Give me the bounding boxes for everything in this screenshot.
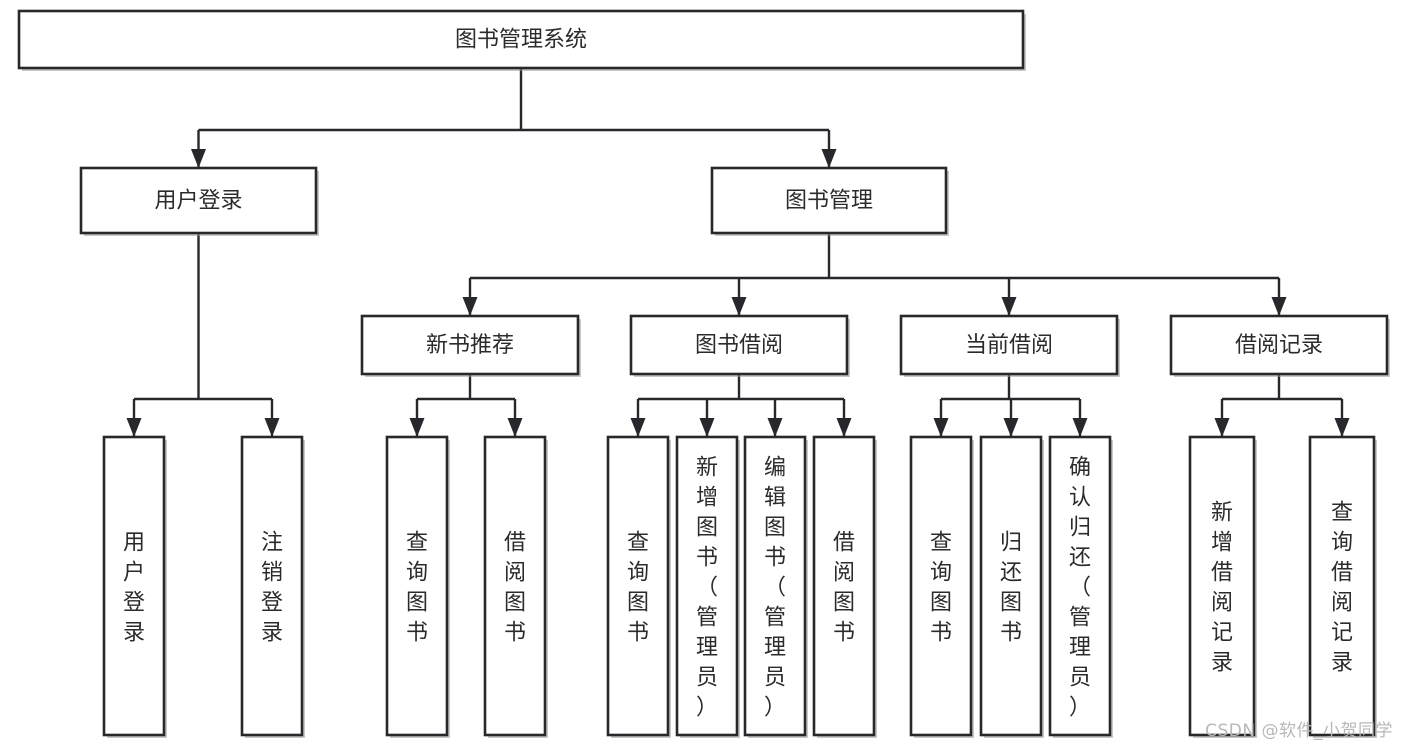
- edge-arrowhead: [264, 418, 280, 437]
- node-label: 图书借阅: [695, 333, 783, 358]
- edge-arrowhead: [836, 418, 852, 437]
- node-leaf-query-book-2[interactable]: 查询图书: [606, 435, 671, 738]
- edge-arrowhead: [731, 297, 747, 316]
- node-book-borrow[interactable]: 图书借阅: [629, 314, 850, 377]
- node-label: 新增图书（管理员）: [696, 455, 718, 720]
- edge-arrowhead: [1001, 297, 1017, 316]
- edge-group-borrow-record: [1214, 374, 1350, 437]
- edge-arrowhead: [126, 418, 142, 437]
- node-label: 查询借阅记录: [1331, 500, 1353, 675]
- node-label: 新书推荐: [426, 333, 514, 358]
- node-user-login[interactable]: 用户登录: [79, 166, 319, 236]
- node-leaf-borrow-book-1[interactable]: 借阅图书: [483, 435, 548, 738]
- node-leaf-confirm-return[interactable]: 确认归还（管理员）: [1048, 435, 1113, 738]
- edge-arrowhead: [699, 418, 715, 437]
- node-borrow-record[interactable]: 借阅记录: [1169, 314, 1390, 377]
- node-label: 确认归还（管理员）: [1069, 455, 1091, 720]
- node-label: 用户登录: [154, 189, 242, 214]
- node-label: 当前借阅: [965, 333, 1053, 358]
- edge-arrowhead: [507, 418, 523, 437]
- node-label: 借阅图书: [504, 530, 526, 645]
- edge-arrowhead: [1214, 418, 1230, 437]
- edge-group-root: [191, 68, 837, 168]
- edge-arrowhead: [191, 149, 206, 168]
- node-leaf-return-book[interactable]: 归还图书: [979, 435, 1044, 738]
- node-leaf-borrow-book-2[interactable]: 借阅图书: [812, 435, 877, 738]
- node-label: 编辑图书（管理员）: [764, 455, 786, 720]
- edge-group-book-manage: [462, 233, 1287, 316]
- node-leaf-edit-book[interactable]: 编辑图书（管理员）: [743, 435, 808, 738]
- nodes-layer: 图书管理系统用户登录图书管理新书推荐图书借阅当前借阅借阅记录用户登录注销登录查询…: [17, 9, 1390, 738]
- edge-arrowhead: [462, 297, 478, 316]
- node-leaf-query-book-3[interactable]: 查询图书: [909, 435, 974, 738]
- edge-arrowhead: [630, 418, 646, 437]
- node-leaf-add-book[interactable]: 新增图书（管理员）: [675, 435, 740, 738]
- edge-arrowhead: [1003, 418, 1019, 437]
- node-root[interactable]: 图书管理系统: [17, 9, 1026, 71]
- node-label: 借阅记录: [1235, 333, 1323, 358]
- node-label: 借阅图书: [833, 530, 855, 645]
- edge-arrowhead: [933, 418, 949, 437]
- node-leaf-logout[interactable]: 注销登录: [240, 435, 305, 738]
- edge-group-user-login: [126, 233, 280, 437]
- edge-group-new-book-rec: [409, 374, 523, 437]
- node-current-borrow[interactable]: 当前借阅: [899, 314, 1120, 377]
- node-new-book-rec[interactable]: 新书推荐: [360, 314, 581, 377]
- node-leaf-add-record[interactable]: 新增借阅记录: [1188, 435, 1257, 738]
- edge-group-current-borrow: [933, 374, 1088, 437]
- node-leaf-query-record[interactable]: 查询借阅记录: [1308, 435, 1377, 738]
- edge-arrowhead: [1334, 418, 1350, 437]
- edge-arrowhead: [767, 418, 783, 437]
- node-book-manage[interactable]: 图书管理: [710, 166, 949, 236]
- edge-group-book-borrow: [630, 374, 852, 437]
- edge-arrowhead: [1072, 418, 1088, 437]
- node-label: 图书管理系统: [455, 28, 587, 53]
- node-label: 查询图书: [627, 530, 649, 645]
- edge-arrowhead: [409, 418, 425, 437]
- node-label: 查询图书: [930, 530, 952, 645]
- node-leaf-query-book-1[interactable]: 查询图书: [385, 435, 450, 738]
- node-label: 注销登录: [261, 530, 283, 645]
- edge-arrowhead: [1271, 297, 1287, 316]
- edge-arrowhead: [821, 149, 837, 168]
- node-label: 新增借阅记录: [1211, 500, 1233, 675]
- edges-layer: [126, 68, 1350, 437]
- node-label: 归还图书: [1000, 530, 1022, 645]
- node-label: 查询图书: [406, 530, 428, 645]
- node-label: 图书管理: [785, 189, 873, 214]
- node-label: 用户登录: [123, 530, 145, 645]
- node-leaf-user-login[interactable]: 用户登录: [102, 435, 167, 738]
